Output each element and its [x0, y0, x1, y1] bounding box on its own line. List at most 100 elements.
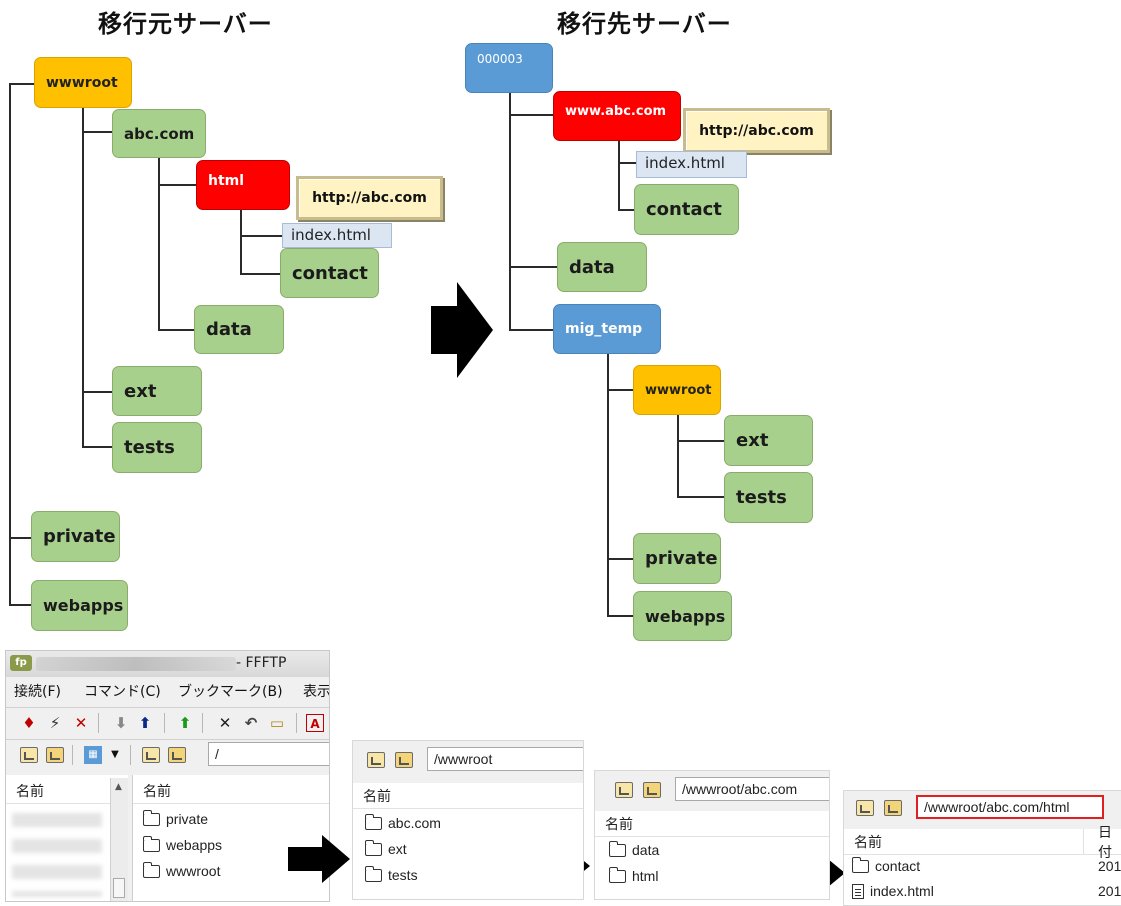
folder-icon — [364, 839, 382, 856]
parent-folder-icon[interactable] — [20, 747, 38, 763]
open-folder-icon[interactable] — [395, 752, 413, 768]
connect-icon[interactable]: ♦ — [22, 714, 36, 732]
dst-tests-node: tests — [724, 472, 813, 523]
file-name: index.html — [870, 883, 934, 899]
file-name: html — [632, 868, 659, 884]
dst-ext-hline — [677, 440, 724, 442]
file-name: data — [632, 842, 660, 858]
quick-connect-icon[interactable]: ⚡ — [49, 714, 61, 732]
open-folder-icon[interactable] — [46, 747, 64, 763]
local-scrollbar[interactable]: ▲ — [110, 778, 128, 901]
toolbar-separator — [296, 713, 297, 733]
file-name: tests — [388, 867, 418, 883]
dst-data-hline — [509, 266, 557, 268]
folder-icon — [851, 856, 869, 873]
parent-folder-icon[interactable] — [367, 752, 385, 768]
blurred-host-name — [36, 657, 236, 671]
remote-parent-folder-icon[interactable] — [142, 747, 160, 763]
remote-name-header[interactable]: 名前 — [133, 778, 329, 804]
list-item[interactable]: index.html — [852, 883, 934, 899]
src-abc-node: abc.com — [112, 109, 206, 158]
dst-wwwroot-hline — [607, 389, 633, 391]
remote-path-input[interactable]: /wwwroot — [427, 747, 583, 771]
dst-root-node: 000003 — [465, 43, 553, 93]
local-view-icon[interactable]: ▦ — [84, 746, 102, 764]
remote-file-list: 名前 日付 contact 201 index.html 201 — [844, 825, 1121, 905]
dst-index-file: index.html — [636, 151, 747, 178]
remote-path-input[interactable]: /wwwroot/abc.com/html — [916, 795, 1104, 819]
blurred-local-items — [12, 813, 102, 897]
remote-path-input[interactable]: / — [208, 742, 329, 766]
date-header[interactable]: 日付 — [1084, 825, 1121, 861]
file-name: contact — [875, 858, 921, 874]
local-name-header[interactable]: 名前 — [6, 778, 110, 804]
remote-name-header[interactable]: 名前 — [844, 829, 1084, 855]
source-server-title: 移行元サーバー — [98, 10, 273, 38]
list-item[interactable]: ext — [364, 839, 407, 857]
mirror-upload-icon[interactable]: ⬆ — [178, 714, 192, 732]
dst-private-hline — [607, 558, 633, 560]
open-folder-icon[interactable] — [643, 782, 661, 798]
scroll-up-icon[interactable]: ▲ — [115, 782, 122, 792]
upload-icon[interactable]: ⬆ — [138, 714, 152, 732]
menu-bookmark[interactable]: ブックマーク(B) — [178, 684, 283, 700]
open-folder-icon[interactable] — [884, 800, 902, 816]
list-item[interactable]: data — [608, 840, 660, 858]
dst-wwwroot-node: wwwroot — [633, 365, 721, 415]
list-item[interactable]: abc.com — [364, 813, 441, 831]
dst-contact-node: contact — [634, 184, 739, 235]
list-item[interactable]: wwwroot — [142, 861, 220, 879]
disconnect-icon[interactable]: ✕ — [74, 714, 88, 732]
folder-icon — [142, 861, 160, 878]
rename-icon[interactable]: ↶ — [244, 714, 258, 732]
file-icon — [852, 883, 864, 899]
src-index-hline — [240, 235, 282, 237]
src-private-hline — [9, 537, 31, 539]
dst-index-hline — [618, 162, 636, 164]
src-url-box: http://abc.com — [296, 176, 443, 220]
parent-folder-icon[interactable] — [856, 800, 874, 816]
file-name: private — [166, 811, 209, 827]
list-item[interactable]: webapps — [142, 835, 222, 853]
remote-name-header[interactable]: 名前 — [595, 811, 829, 837]
download-icon[interactable]: ⬇ — [114, 714, 128, 732]
dropdown-icon[interactable]: ▼ — [111, 749, 119, 760]
new-folder-icon[interactable]: ▭ — [269, 714, 285, 732]
menu-command[interactable]: コマンド(C) — [84, 684, 161, 700]
toolbar-separator — [164, 713, 165, 733]
dst-webapps-hline — [607, 615, 633, 617]
toolbar-separator — [202, 713, 203, 733]
list-item[interactable]: contact — [851, 856, 921, 874]
src-html-hline — [158, 184, 196, 186]
path-toolbar: /wwwroot — [353, 745, 583, 775]
parent-folder-icon[interactable] — [615, 782, 633, 798]
src-index-file: index.html — [282, 223, 392, 248]
menu-connect[interactable]: 接続(F) — [14, 684, 61, 700]
menu-view[interactable]: 表示 — [303, 684, 330, 700]
list-item[interactable]: private — [142, 809, 209, 827]
folder-icon — [364, 865, 382, 882]
src-ext-node: ext — [112, 366, 202, 416]
list-item[interactable]: tests — [364, 865, 418, 883]
dst-www-hline — [509, 114, 553, 116]
ascii-mode-icon[interactable]: A — [306, 714, 324, 732]
dst-migtemp-hline — [509, 329, 553, 331]
remote-path-input[interactable]: /wwwroot/abc.com — [675, 777, 829, 801]
wwwroot-panel: /wwwroot 名前 abc.com ext tests — [352, 740, 584, 900]
src-ext-hline — [82, 391, 112, 393]
file-date: 201 — [1098, 883, 1121, 899]
dst-root-vline — [509, 92, 511, 330]
app-logo-icon: fp — [10, 655, 32, 671]
remote-open-folder-icon[interactable] — [168, 747, 186, 763]
path-toolbar: ▦ ▼ / — [6, 739, 329, 769]
local-file-list: 名前 ▲ — [6, 775, 128, 901]
list-item[interactable]: html — [608, 866, 659, 884]
toolbar-separator — [98, 713, 99, 733]
scroll-grip-icon[interactable] — [113, 878, 125, 898]
remote-file-list: 名前 abc.com ext tests — [353, 783, 583, 899]
delete-icon[interactable]: ✕ — [218, 714, 232, 732]
main-toolbar: ♦ ⚡ ✕ ⬇ ⬆ ⬆ ✕ ↶ ▭ A — [6, 707, 329, 737]
remote-name-header[interactable]: 名前 — [353, 783, 583, 809]
dst-www-node: www.abc.com — [553, 91, 681, 141]
folder-icon — [142, 809, 160, 826]
